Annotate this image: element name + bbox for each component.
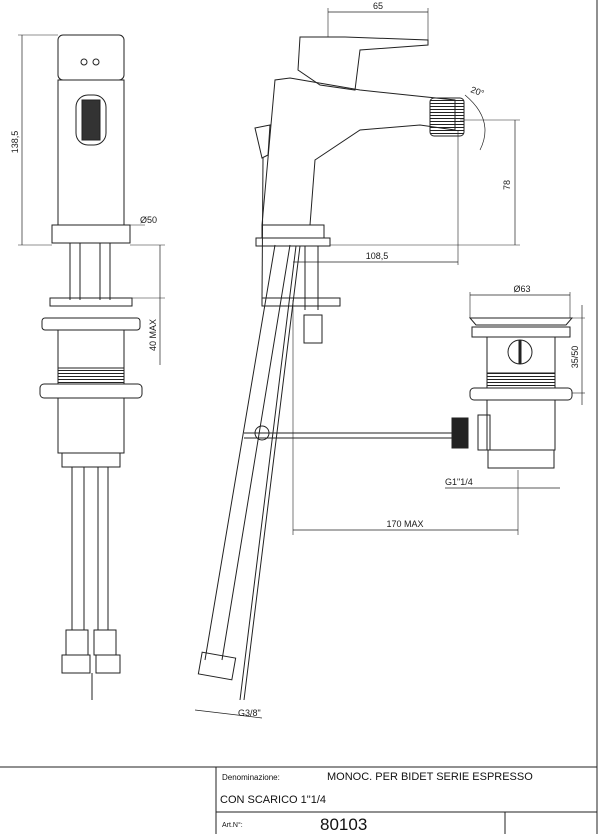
dim-swivel-angle: 20° [469, 84, 486, 98]
dim-height-total: 138,5 [10, 131, 20, 154]
dim-spout-height: 78 [502, 180, 512, 190]
dim-rod-length: 170 MAX [386, 519, 423, 529]
dim-base-diameter: Ø50 [140, 215, 157, 225]
article-label: Art.N°: [222, 822, 243, 829]
dim-hose-thread: G3/8" [238, 708, 261, 718]
denomination-label: Denominazione: [222, 773, 280, 782]
dim-deck-thickness: 40 MAX [148, 319, 158, 351]
front-view [18, 34, 165, 700]
side-view [194, 8, 520, 719]
denomination-line2: CON SCARICO 1"1/4 [220, 794, 326, 806]
dim-waste-diameter: Ø63 [513, 284, 530, 294]
waste-assembly [445, 292, 585, 489]
dim-spout-reach: 108,5 [366, 251, 389, 261]
article-number: 80103 [320, 815, 368, 834]
dim-waste-range: 35/50 [570, 346, 580, 369]
denomination-value: MONOC. PER BIDET SERIE ESPRESSO [327, 771, 533, 783]
dim-handle-length: 65 [373, 1, 383, 11]
dim-waste-thread: G1"1/4 [445, 477, 473, 487]
